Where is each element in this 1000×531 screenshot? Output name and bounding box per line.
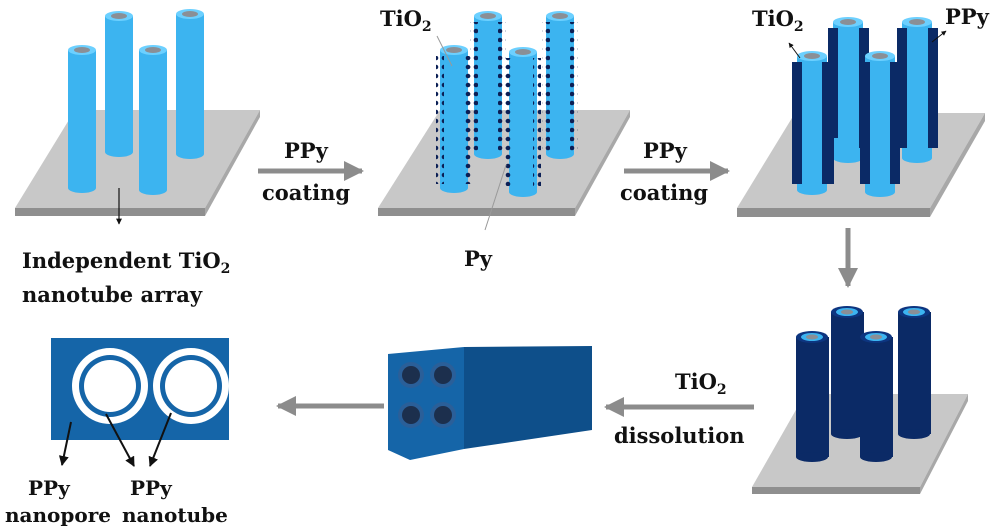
tio2-nanotube — [105, 11, 133, 157]
tio2-nanotube — [68, 45, 96, 193]
ppy-nanotube — [831, 306, 864, 439]
arrow-label-bottom: coating — [620, 180, 708, 205]
block-pore — [430, 402, 456, 428]
arrow-tio2-dissolution: TiO2 dissolution — [604, 369, 754, 448]
pointer-arrow — [788, 42, 801, 59]
leader-line — [436, 35, 453, 67]
stage-5-block — [388, 346, 592, 460]
arrow-label-top: PPy — [643, 138, 688, 163]
tio2-label: TiO2 — [752, 6, 804, 35]
ppy-nanotube — [898, 306, 931, 439]
arrow-label-top: PPy — [284, 138, 329, 163]
ppy-coated-nanotube — [897, 17, 938, 163]
arrow-label-bottom: dissolution — [614, 423, 745, 448]
tio2-nanotube-with-py — [436, 45, 472, 193]
arrow-ppy-coating-1: PPy coating — [258, 138, 364, 205]
nanotube-label-2: nanotube — [122, 503, 228, 527]
stage-4-ppy-nanotubes — [752, 306, 968, 494]
ppy-coated-nanotube — [792, 51, 834, 195]
ppy-nanotube-ring — [153, 348, 229, 424]
stage-1-tio2-array: Independent TiO2 nanotube array — [15, 9, 260, 307]
block-pore — [430, 362, 456, 388]
arrow-label-bottom: coating — [262, 180, 350, 205]
tio2-nanotube-with-py — [542, 11, 578, 159]
ppy-label: PPy — [945, 4, 990, 29]
block-pore — [398, 362, 424, 388]
stage-6-cross-section: PPy nanopore PPy nanotube — [5, 338, 229, 527]
stage-3-ppy-coated: TiO2 PPy — [737, 4, 990, 217]
tio2-nanotube-with-py — [470, 11, 506, 159]
ppy-nanotube — [796, 331, 829, 462]
leader-line — [484, 164, 507, 231]
block-front-face — [388, 347, 464, 460]
tio2-nanotube-with-py — [505, 47, 541, 197]
stage-2-py-coated: TiO2 Py — [378, 6, 630, 271]
ppy-nanotube-ring — [72, 348, 148, 424]
tio2-nanotube — [176, 9, 204, 159]
pointer-arrow — [105, 413, 135, 467]
nanopore-label-1: PPy — [28, 476, 71, 500]
ppy-coated-nanotube — [860, 51, 900, 197]
caption-line-2: nanotube array — [22, 282, 203, 307]
arrow-label-top: TiO2 — [675, 369, 727, 398]
tio2-nanotube — [139, 45, 167, 195]
block-side-face — [464, 346, 592, 449]
arrow-ppy-coating-2: PPy coating — [620, 138, 730, 205]
ppy-nanotube — [860, 331, 893, 462]
pointer-arrow — [148, 412, 172, 467]
tio2-label: TiO2 — [380, 6, 432, 35]
caption-line-1: Independent TiO2 — [22, 248, 230, 277]
pointer-arrow — [931, 30, 947, 43]
nanotube-label-1: PPy — [130, 476, 173, 500]
py-label: Py — [464, 246, 493, 271]
block-pore — [398, 402, 424, 428]
nanopore-label-2: nanopore — [5, 503, 111, 527]
substrate — [15, 110, 260, 216]
pointer-arrow — [58, 421, 72, 466]
